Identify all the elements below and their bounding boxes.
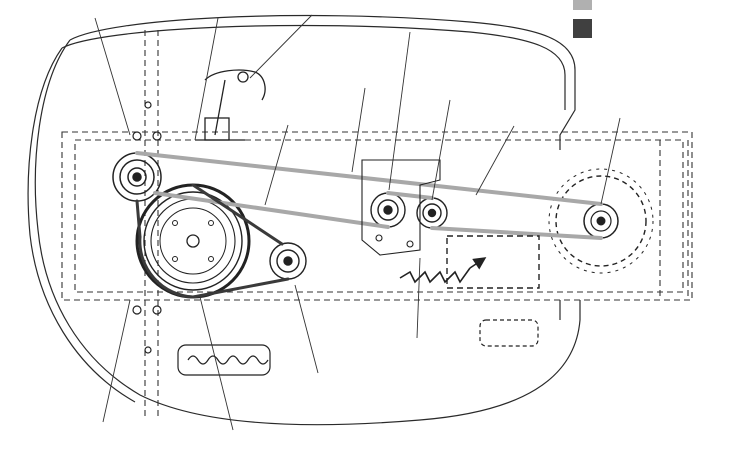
idler-pulley-lower <box>269 242 307 280</box>
actuator-box <box>446 235 540 289</box>
transmission-pulley <box>548 168 654 274</box>
mounting-bolts <box>132 101 162 354</box>
light-belt <box>135 151 603 240</box>
idler-pulley-middle-right <box>416 197 448 229</box>
leader-lines <box>94 14 621 431</box>
deck-outline <box>27 14 581 426</box>
chassis-frame <box>61 30 693 420</box>
dark-belt <box>135 183 290 299</box>
deck-cutout <box>177 319 539 376</box>
legend-swatch-light-belt <box>573 0 592 10</box>
idler-bracket <box>361 159 441 256</box>
shift-lever <box>195 69 266 141</box>
legend-swatch-dark-belt <box>573 19 592 38</box>
tension-spring <box>399 257 487 284</box>
idler-pulley-middle-left <box>370 192 406 228</box>
